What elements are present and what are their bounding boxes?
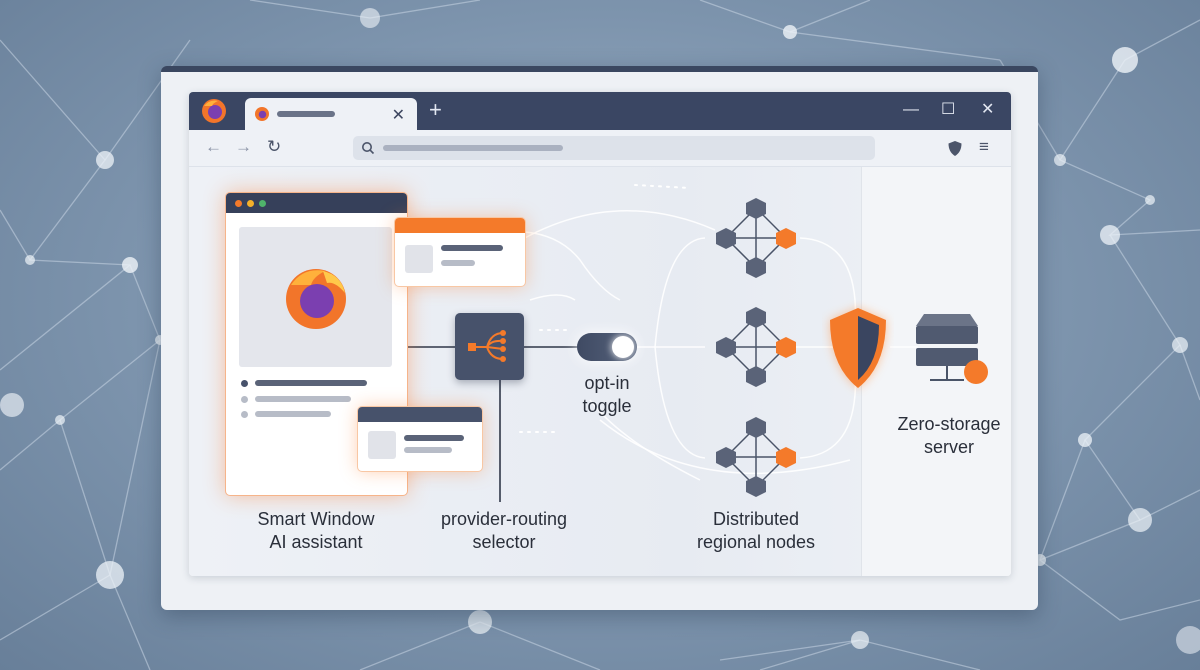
menu-icon[interactable]: ≡ — [979, 137, 989, 156]
suggestion-card-top — [395, 218, 525, 286]
address-bar[interactable] — [353, 136, 875, 160]
ai-assistant-label: Smart Window AI assistant — [257, 509, 375, 552]
selector-label: provider-routing selector — [440, 509, 568, 552]
tab-active[interactable]: ✕ — [245, 98, 417, 130]
tab-title-placeholder — [277, 111, 335, 117]
new-tab-button[interactable]: + — [429, 97, 442, 122]
forward-button[interactable]: → — [235, 137, 252, 156]
maximize-button[interactable]: ☐ — [941, 101, 956, 118]
back-button[interactable]: ← — [205, 137, 222, 156]
ai-window-header — [226, 193, 407, 213]
toggle-label: opt-in toggle — [582, 373, 632, 416]
network-cube-icon — [716, 307, 796, 387]
toggle-knob — [612, 336, 634, 358]
reload-button[interactable]: ↻ — [267, 137, 282, 156]
security-shield-icon — [830, 308, 886, 388]
network-cube-icon — [716, 417, 796, 497]
nav-toolbar: ← → ↻ ≡ — [189, 130, 1011, 167]
routing-branch-icon — [468, 330, 506, 362]
provider-routing-selector[interactable] — [455, 313, 524, 380]
ai-window-logo-panel — [239, 227, 392, 367]
close-window-button[interactable]: ✕ — [981, 101, 995, 118]
server-label: Zero-storage server — [897, 414, 1001, 457]
suggestion-card-bottom — [358, 407, 482, 471]
url-placeholder — [383, 145, 563, 151]
title-bar: ✕ + — ☐ ✕ — [189, 92, 1011, 130]
minimize-button[interactable]: — — [903, 101, 919, 118]
nodes-label: Distributed regional nodes — [696, 509, 816, 552]
server-icon — [916, 314, 988, 384]
ai-assistant-window — [226, 193, 407, 495]
network-cube-icon — [716, 198, 796, 278]
tab-close-icon[interactable]: ✕ — [391, 107, 405, 124]
opt-in-toggle[interactable] — [577, 333, 637, 361]
search-icon — [362, 142, 375, 155]
firefox-logo-icon — [286, 269, 346, 329]
shield-icon[interactable] — [947, 140, 963, 157]
firefox-logo-icon — [202, 99, 226, 123]
firefox-favicon-icon — [255, 107, 269, 121]
